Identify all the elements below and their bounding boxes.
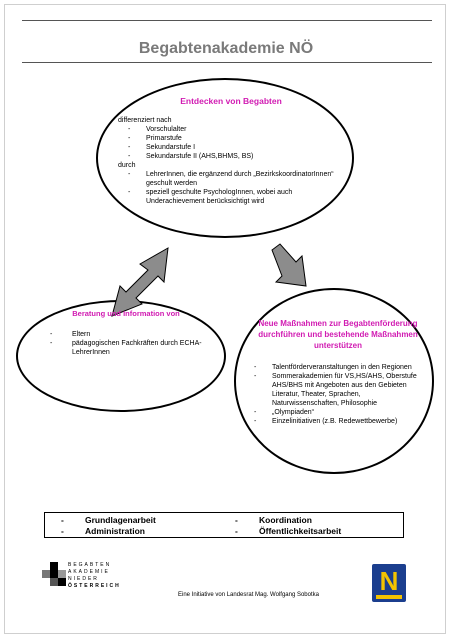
top-circle-connector: durch <box>118 162 136 169</box>
logo-square <box>50 578 58 586</box>
title-rule <box>22 62 432 63</box>
list-item: Einzelinitiativen (z.B. Redewettbewerbe) <box>252 417 424 426</box>
footer-text: Eine Initiative von Landesrat Mag. Wolfg… <box>178 592 319 598</box>
logo-text: AKADEMIE <box>68 569 110 575</box>
top-rule <box>22 20 432 21</box>
top-circle-content: Entdecken von Begabten differenziert nac… <box>118 97 338 206</box>
logo-square <box>50 562 58 570</box>
down-arrow-icon <box>271 243 307 287</box>
list-item: LehrerInnen, die ergänzend durch „Bezirk… <box>118 170 338 188</box>
noe-logo-letter: N <box>379 566 399 596</box>
logo-square <box>42 570 50 578</box>
list-item: pädagogischen Fachkräften durch ECHA-Leh… <box>36 339 216 357</box>
left-circle-list: Eltern pädagogischen Fachkräften durch E… <box>36 330 216 357</box>
noe-logo-bar <box>376 595 402 599</box>
top-circle-list-2: LehrerInnen, die ergänzend durch „Bezirk… <box>118 170 338 206</box>
list-item: Vorschulalter <box>118 125 338 134</box>
logo-square <box>50 570 58 578</box>
page-title: Begabtenakademie NÖ <box>138 40 314 57</box>
left-circle-heading: Beratung und Information von <box>72 309 180 318</box>
list-item: „Olympiaden“ <box>252 408 424 417</box>
logo-text: NIEDER <box>68 576 99 582</box>
top-circle-intro: differenziert nach <box>118 117 172 124</box>
list-item: Sekundarstufe II (AHS,BHMS, BS) <box>118 152 338 161</box>
logo-square <box>58 578 66 586</box>
list-item: Sekundarstufe I <box>118 143 338 152</box>
list-item: speziell geschulte PsychologInnen, wobei… <box>118 188 338 206</box>
page-frame <box>4 4 446 634</box>
noe-logo: N <box>372 564 406 602</box>
list-item: Eltern <box>36 330 216 339</box>
right-circle-content: Neue Maßnahmen zur Begabtenförderung dur… <box>252 318 424 426</box>
right-circle-heading: Neue Maßnahmen zur Begabtenförderung dur… <box>258 319 418 350</box>
begabtenakademie-logo: BEGABTEN AKADEMIE NIEDER ÖSTERREICH <box>42 562 152 596</box>
left-circle-content: Beratung und Information von Eltern päda… <box>36 309 216 357</box>
top-circle-heading: Entdecken von Begabten <box>180 96 282 106</box>
list-item: Sommerakademien für VS,HS/AHS, Oberstufe… <box>252 372 424 408</box>
logo-text: BEGABTEN <box>68 562 112 568</box>
right-ellipse <box>234 288 434 474</box>
top-ellipse <box>96 78 354 238</box>
summary-box: - Grundlagenarbeit - Koordination - Admi… <box>44 512 404 538</box>
top-circle-list: Vorschulalter Primarstufe Sekundarstufe … <box>118 125 338 161</box>
double-arrow-icon <box>111 247 169 317</box>
logo-text: ÖSTERREICH <box>68 583 121 589</box>
list-item: Primarstufe <box>118 134 338 143</box>
list-item: Talentförderveranstaltungen in den Regio… <box>252 363 424 372</box>
right-circle-list: Talentförderveranstaltungen in den Regio… <box>252 363 424 426</box>
logo-square <box>58 570 66 578</box>
